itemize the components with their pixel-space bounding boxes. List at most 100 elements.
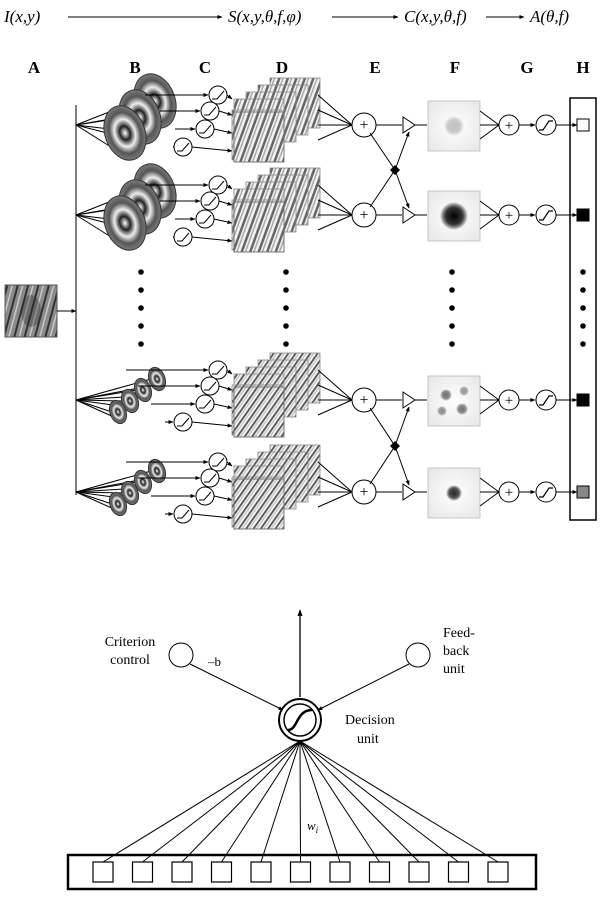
decision-label-line1: Decision xyxy=(345,713,395,728)
ellipsis-dot xyxy=(580,323,586,329)
sigmoid-icon xyxy=(539,487,553,498)
input-image xyxy=(4,284,77,338)
ellipsis-dot xyxy=(138,269,144,275)
complex-cell-map xyxy=(427,375,481,427)
map-blob xyxy=(459,386,469,396)
rectifier-icon xyxy=(212,90,225,100)
column-labels: A B C D E F G H xyxy=(28,58,590,77)
rectifier-unit xyxy=(173,227,193,247)
criterion-label-line1: Criterion xyxy=(105,635,156,650)
map-to-pool-line xyxy=(479,399,500,415)
map-to-sum-line xyxy=(317,399,353,416)
normalization-icon xyxy=(402,483,416,501)
unit-to-map-arrow xyxy=(218,385,233,391)
input-unit xyxy=(289,861,312,883)
ellipsis-dot xyxy=(449,269,455,275)
decision-label-line2: unit xyxy=(357,732,379,747)
map-to-sum-line xyxy=(317,94,353,126)
rectifier-icon xyxy=(212,457,225,467)
rectifier-unit xyxy=(195,394,215,414)
junction-line xyxy=(394,406,410,447)
weight-connection xyxy=(181,740,301,863)
ellipsis-dot xyxy=(283,305,289,311)
ellipsis-dot xyxy=(138,287,144,293)
sum-sign: + xyxy=(359,207,368,224)
rectifier-icon xyxy=(177,232,190,242)
decision-network: Criterion control –b Feed- back unit Dec… xyxy=(66,609,538,891)
input-to-filter-line xyxy=(75,399,117,419)
stage-input-label: I(x,y) xyxy=(3,7,41,26)
ellipsis-dots xyxy=(138,269,586,347)
unit-to-map-arrow xyxy=(213,495,233,501)
input-unit xyxy=(487,861,509,883)
output-unit xyxy=(576,485,590,499)
rectifier-unit xyxy=(173,504,193,524)
input-to-filter-line xyxy=(75,399,113,413)
junction-line xyxy=(369,407,396,447)
ellipsis-dot xyxy=(138,305,144,311)
ellipsis-dot xyxy=(283,323,289,329)
map-blob xyxy=(446,485,462,501)
map-blob xyxy=(440,389,452,401)
junction-line xyxy=(394,445,410,486)
rectifier-unit xyxy=(208,452,228,472)
sigmoid-icon xyxy=(539,120,553,131)
normalization-icon xyxy=(402,206,416,224)
gabor-filter xyxy=(133,377,153,403)
rectifier-icon xyxy=(212,365,225,375)
output-unit xyxy=(576,208,590,222)
input-unit xyxy=(92,861,114,883)
gabor-filter xyxy=(103,105,147,161)
map-to-pool-line xyxy=(479,477,500,493)
rectifier-icon xyxy=(199,491,212,501)
feedback-label-line1: Feed- xyxy=(443,626,475,641)
map-blob xyxy=(440,202,468,230)
map-to-sum-line xyxy=(317,384,353,401)
junction-node xyxy=(390,165,400,175)
weight-connection xyxy=(299,740,459,863)
column-label-d: D xyxy=(276,58,288,77)
map-to-sum-line xyxy=(317,491,353,508)
unit-to-map-arrow xyxy=(226,94,233,100)
rectifier-icon xyxy=(199,399,212,409)
map-to-pool-line xyxy=(479,110,500,126)
pool-sign: + xyxy=(505,485,513,501)
unit-to-map-arrow xyxy=(191,513,233,520)
unit-to-map-arrow xyxy=(213,128,233,134)
map-to-sum-line xyxy=(317,461,353,493)
stage-activation-label: A(θ,f) xyxy=(529,7,569,26)
ellipsis-dot xyxy=(283,341,289,347)
rectifier-icon xyxy=(204,106,217,116)
input-to-filter-line xyxy=(75,214,112,238)
feedback-label-line2: back xyxy=(443,644,469,659)
gabor-filter xyxy=(108,491,128,517)
normalization-icon xyxy=(402,116,416,134)
map-to-sum-line xyxy=(317,109,353,126)
channel-group: ++ xyxy=(75,444,590,530)
output-unit xyxy=(576,118,590,132)
output-unit xyxy=(576,393,590,407)
junction-node xyxy=(390,441,400,451)
junction-line xyxy=(394,169,410,209)
rectifier-icon xyxy=(199,214,212,224)
gabor-filter xyxy=(103,195,147,251)
rectifier-icon xyxy=(204,473,217,483)
unit-to-map-arrow xyxy=(191,146,233,153)
input-to-filter-line xyxy=(75,491,117,511)
rectifier-icon xyxy=(204,196,217,206)
map-to-pool-line xyxy=(479,491,500,507)
unit-to-map-arrow xyxy=(226,461,233,467)
output-vector-box xyxy=(569,97,597,521)
column-label-c: C xyxy=(199,58,211,77)
unit-to-map-arrow xyxy=(218,110,233,116)
simple-cell-map xyxy=(233,111,285,163)
unit-to-map-arrow xyxy=(191,421,233,428)
rectifier-unit xyxy=(195,209,215,229)
unit-to-map-arrow xyxy=(213,403,233,409)
criterion-label-line2: control xyxy=(110,653,150,668)
channel-group: ++ xyxy=(75,163,590,253)
sum-sign: + xyxy=(359,484,368,501)
feedback-label-line3: unit xyxy=(443,662,465,677)
input-unit xyxy=(329,861,351,883)
